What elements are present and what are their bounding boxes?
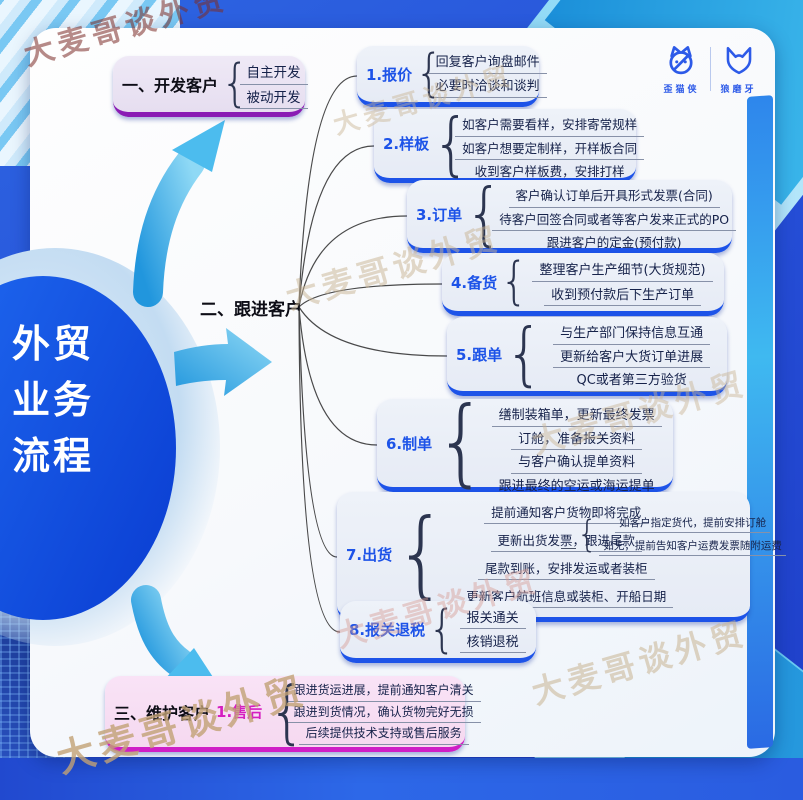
develop-customers-node: 一、开发客户 { 自主开发 被动开发 (113, 54, 308, 117)
maintain-items: 跟进货运进展，提前通知客户清关 跟进到货情况，确认货物完好无损 后续提供技术支持… (286, 680, 481, 745)
node-item: 核销退税 (459, 630, 526, 654)
develop-items: 自主开发 被动开发 (239, 60, 308, 109)
node-order: 3.订单 { 客户确认订单后开具形式发票(合同) 待客户回签合同或者等客户发来正… (407, 173, 737, 255)
node-label: 2.样板 (383, 135, 430, 153)
node-items: 整理客户生产细节(大货规范) 收到预付款后下生产订单 (531, 257, 714, 307)
node-item: 整理客户生产细节(大货规范) (532, 258, 713, 282)
node-shipment: 7.出货 { 提前通知客户货物即将完成 更新出货发票，跟进尾款 尾款到账，安排发… (337, 492, 786, 622)
brace-glyph: { (500, 252, 529, 312)
node-item: 更新给客户大货订单进展 (553, 345, 711, 368)
maintain-item: 跟进到货情况，确认货物完好无损 (286, 702, 481, 723)
node-item: 更新客户航班信息或装柜、开船日期 (459, 585, 674, 609)
node-items: 与生产部门保持信息互通 更新给客户大货订单进展 QC或者第三方验货 (546, 321, 717, 392)
node-order-following: 5.跟单 { 与生产部门保持信息互通 更新给客户大货订单进展 QC或者第三方验货 (447, 317, 727, 396)
node-label: 8.报关退税 (349, 621, 426, 639)
wolf-logo-icon (726, 46, 751, 74)
node-item: 收到预付款后下生产订单 (544, 283, 702, 306)
node-item: 缮制装箱单，更新最终发票 (491, 403, 662, 427)
sub-branch-item: 如客户指定货代，提前安排订舱 (615, 514, 771, 533)
sub-branch-connector (561, 548, 576, 549)
node-item: 客户确认订单后开具形式发票(合同) (508, 184, 720, 208)
brace-glyph: { (268, 671, 307, 752)
sub-branch-item: 如无，提前告知客户运费发票随附运费 (599, 537, 786, 556)
node-sample: 2.样板 { 如客户需要看样，安排寄常规样 如客户想要定制样，开样板合同 收到客… (374, 103, 645, 184)
node-label: 5.跟单 (456, 345, 503, 364)
node-item: 跟进客户的定金(预付款) (539, 231, 689, 255)
node-label: 3.订单 (416, 205, 463, 224)
right-blue-band-decoration (747, 95, 773, 749)
brace-glyph: { (395, 499, 448, 609)
node-label: 4.备货 (451, 273, 498, 292)
node-items: 缮制装箱单，更新最终发票 订舱，准备报关资料 与客户确认提单资料 跟进最终的空运… (490, 403, 663, 497)
node-items: 回复客户询盘邮件 必要时洽谈和谈判 (428, 50, 547, 98)
brace-glyph: { (435, 388, 488, 498)
node-item: 待客户回签合同或者等客户发来正式的PO (492, 208, 737, 231)
brand-logos: 歪猫侠 狼磨牙 (642, 38, 778, 100)
node-item: 与生产部门保持信息互通 (553, 321, 711, 345)
node-item: 如客户想要定制样，开样板合同 (455, 137, 645, 160)
brace-glyph: { (505, 313, 544, 395)
node-quote: 1.报价 { 回复客户询盘邮件 必要时洽谈和谈判 (357, 44, 547, 107)
shipment-sub-branch: { 如客户指定货代，提前安排订舱 如无，提前告知客户运费发票随附运费 (577, 512, 786, 558)
node-documentation: 6.制单 { 缮制装箱单，更新最终发票 订舱，准备报关资料 与客户确认提单资料 … (377, 388, 673, 498)
node-item: QC或者第三方验货 (569, 368, 694, 392)
after-sales-label: 1.售后 (216, 703, 263, 721)
follow-customers-label: 二、跟进客户 (200, 300, 302, 320)
brace-glyph: { (428, 600, 457, 659)
maintain-customers-node: 三、维护客户 1.售后 { 跟进货运进展，提前通知客户清关 跟进到货情况，确认货… (105, 671, 481, 752)
node-label: 6.制单 (386, 434, 433, 453)
brace-glyph: { (221, 54, 250, 114)
waimaoxia-logo-name: 歪猫侠 (663, 84, 700, 95)
sub-branch-items: 如客户指定货代，提前安排订舱 如无，提前告知客户运费发票随附运费 (599, 512, 786, 558)
logo-divider (709, 47, 711, 91)
node-items: 报关通关 核销退税 (459, 605, 526, 654)
brace-glyph: { (432, 103, 471, 184)
node-items: 如客户需要看样，安排寄常规样 如客户想要定制样，开样板合同 收到客户样板费，安排… (455, 113, 645, 184)
node-item: 尾款到账，安排发运或者装柜 (478, 557, 655, 581)
maintain-label: 三、维护客户 (114, 703, 211, 723)
node-item: 更新出货发票，跟进尾款 (490, 529, 643, 553)
node-item: 报关通关 (459, 606, 526, 630)
node-label: 1.报价 (366, 65, 413, 84)
title-line: 外贸 (12, 322, 95, 366)
page-title: 外贸 业务 流程 (12, 316, 94, 485)
node-item: 如客户需要看样，安排寄常规样 (455, 113, 645, 137)
brace-glyph: { (577, 512, 598, 556)
node-stock-preparation: 4.备货 { 整理客户生产细节(大货规范) 收到预付款后下生产订单 (442, 253, 724, 316)
maintain-item: 跟进货运进展，提前通知客户清关 (286, 680, 481, 702)
develop-item: 被动开发 (239, 85, 308, 109)
title-line: 业务 (12, 378, 95, 423)
langmoya-logo-name: 狼磨牙 (720, 84, 757, 95)
node-item: 与客户确认提单资料 (511, 450, 643, 474)
node-item: 订舱，准备报关资料 (511, 427, 643, 450)
waimaoxia-logo: 歪猫侠 (663, 44, 699, 95)
node-customs-tax-refund: 8.报关退税 { 报关通关 核销退税 (340, 601, 536, 663)
title-line: 流程 (12, 434, 95, 479)
develop-item: 自主开发 (239, 60, 308, 85)
cat-logo-icon (669, 45, 694, 74)
footer-blue-band (0, 758, 803, 800)
node-items: 客户确认订单后开具形式发票(合同) 待客户回签合同或者等客户发来正式的PO 跟进… (492, 184, 737, 255)
node-item: 提前通知客户货物即将完成 (484, 501, 649, 525)
node-label: 7.出货 (346, 546, 393, 564)
langmoya-logo: 狼磨牙 (721, 44, 757, 95)
brace-glyph: { (415, 44, 444, 104)
node-items: 提前通知客户货物即将完成 更新出货发票，跟进尾款 尾款到账，安排发运或者装柜 更… (450, 496, 682, 613)
node-item: 必要时洽谈和谈判 (428, 74, 547, 98)
brace-glyph: { (465, 173, 504, 255)
develop-label: 一、开发客户 (122, 76, 219, 95)
node-item: 回复客户询盘邮件 (428, 50, 547, 74)
maintain-item: 后续提供技术支持或售后服务 (298, 723, 469, 745)
